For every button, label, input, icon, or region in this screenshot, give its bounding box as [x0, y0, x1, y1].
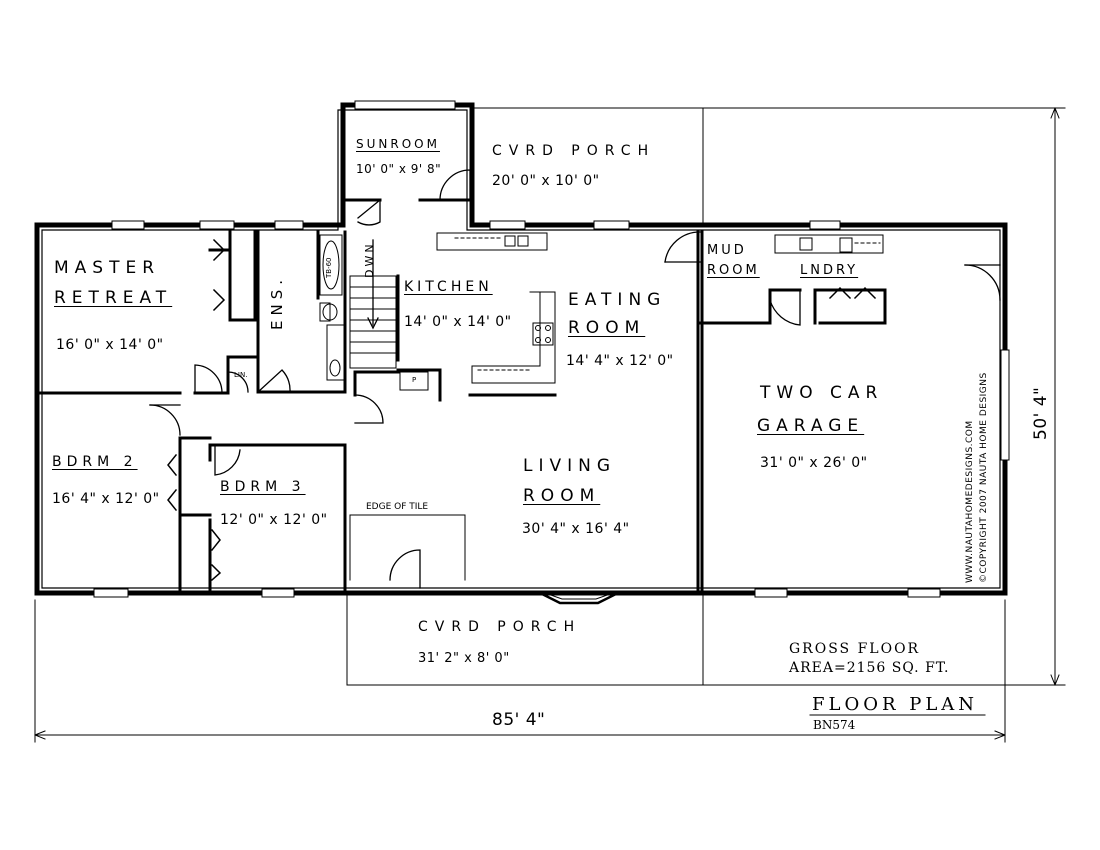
living-dim: 30' 4" x 16' 4"	[522, 521, 630, 537]
doors	[149, 169, 1001, 589]
edge-of-tile-label: EDGE OF TILE	[366, 502, 429, 512]
edge-of-tile-line	[349, 514, 466, 581]
front-porch-dim: 31' 2" x 8' 0"	[418, 651, 510, 666]
sunroom-name: SUNROOM	[356, 137, 440, 151]
pantry-label: P	[412, 376, 417, 384]
exterior-walls	[34, 102, 1008, 596]
mud-name-2: ROOM	[707, 263, 760, 278]
tub-label: TB-60	[325, 257, 333, 278]
bay-window	[538, 591, 620, 605]
bdrm2-name: BDRM 2	[52, 454, 138, 470]
top-porch-dim: 20' 0" x 10' 0"	[492, 173, 600, 189]
eating-dim: 14' 4" x 12' 0"	[566, 353, 674, 369]
living-name-2: ROOM	[523, 486, 601, 506]
copyright-label: ©COPYRIGHT 2007 NAUTA HOME DESIGNS	[979, 372, 989, 583]
gross-area-line-1: GROSS FLOOR	[789, 641, 921, 657]
eating-name-2: ROOM	[568, 318, 646, 338]
garage-name-1: TWO CAR	[760, 383, 884, 403]
laundry-fixtures	[774, 234, 884, 254]
closet-doors	[167, 238, 877, 582]
overall-depth: 50' 4"	[1031, 386, 1051, 440]
garage-dim: 31' 0" x 26' 0"	[760, 455, 868, 471]
sunroom-dim: 10' 0" x 9' 8"	[356, 162, 442, 176]
ensuite-name: ENS.	[268, 275, 286, 330]
master-name-2: RETREAT	[54, 288, 173, 308]
website-label: WWW.NAUTAHOMEDESIGNS.COM	[965, 420, 975, 583]
mud-name-1: MUD	[707, 243, 747, 258]
gross-area-line-2: AREA=2156 SQ. FT.	[789, 660, 950, 676]
stairs-down-label: DWN	[363, 241, 376, 278]
bath-fixtures	[319, 234, 345, 381]
plan-code: BN574	[813, 718, 856, 732]
exterior-walls-inner	[41, 109, 1001, 589]
plan-title: FLOOR PLAN	[812, 694, 979, 715]
eating-name-1: EATING	[568, 290, 667, 310]
linen-label: LIN.	[234, 371, 248, 379]
living-name-1: LIVING	[523, 456, 617, 476]
interior-walls	[35, 198, 887, 594]
garage-name-2: GARAGE	[757, 416, 865, 436]
top-porch-name: CVRD PORCH	[492, 143, 656, 159]
dimension-lines	[34, 107, 1066, 743]
windows	[93, 100, 1010, 598]
master-dim: 16' 0" x 14' 0"	[56, 337, 164, 353]
kitchen-counters	[399, 232, 556, 391]
bdrm3-name: BDRM 3	[220, 479, 306, 495]
kitchen-dim: 14' 0" x 14' 0"	[404, 314, 512, 330]
bdrm3-dim: 12' 0" x 12' 0"	[220, 512, 328, 528]
front-porch-name: CVRD PORCH	[418, 619, 582, 635]
laundry-name: LNDRY	[800, 263, 859, 278]
stairs	[349, 239, 397, 369]
bdrm2-dim: 16' 4" x 12' 0"	[52, 491, 160, 507]
overall-width: 85' 4"	[492, 710, 546, 730]
master-name-1: MASTER	[54, 258, 161, 278]
kitchen-name: KITCHEN	[404, 279, 493, 295]
